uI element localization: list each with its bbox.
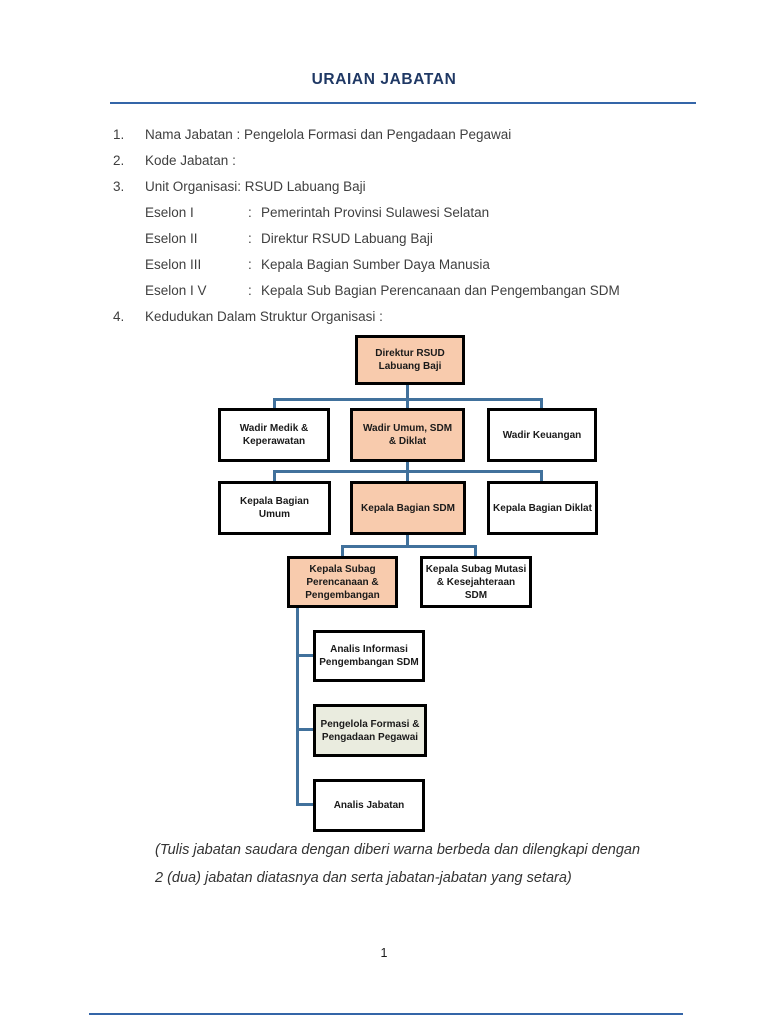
connector-row3-stub-center — [406, 470, 409, 482]
page-number: 1 — [380, 946, 388, 960]
instruction-note: (Tulis jabatan saudara dengan diberi war… — [155, 836, 700, 892]
header-rule — [110, 102, 696, 104]
eselon-row-4: Eselon I V : Kepala Sub Bagian Perencana… — [113, 278, 713, 304]
org-node-kasubag-mutasi: Kepala Subag Mutasi & Kesejahteraan SDM — [420, 556, 532, 608]
list-item-4: 4. Kedudukan Dalam Struktur Organisasi : — [113, 304, 713, 330]
connector-row4-stub-right — [474, 545, 477, 557]
note-line-2: 2 (dua) jabatan diatasnya dan serta jaba… — [155, 870, 572, 886]
org-node-analis-jabatan: Analis Jabatan — [313, 779, 425, 832]
eselon-value: Kepala Bagian Sumber Daya Manusia — [261, 257, 490, 272]
connector-row3-stub-left — [273, 470, 276, 482]
list-text-kedudukan: Kedudukan Dalam Struktur Organisasi : — [145, 309, 383, 324]
connector-row2-stub-left — [273, 398, 276, 409]
list-number: 4. — [113, 309, 125, 324]
eselon-row-1: Eselon I : Pemerintah Provinsi Sulawesi … — [113, 200, 713, 226]
org-node-kasubag-perencanaan: Kepala Subag Perencanaan & Pengembangan — [287, 556, 398, 608]
eselon-label: Eselon III — [145, 257, 202, 272]
org-node-wadir-medik: Wadir Medik & Keperawatan — [218, 408, 330, 462]
connector-row3-stub-right — [540, 470, 543, 482]
list-text-kode-jabatan: Kode Jabatan : — [145, 153, 236, 168]
org-node-direktur-rsud: Direktur RSUD Labuang Baji — [355, 335, 465, 385]
eselon-value: Direktur RSUD Labuang Baji — [261, 231, 433, 246]
org-node-kepala-bagian-diklat: Kepala Bagian Diklat — [487, 481, 598, 535]
org-node-pengelola-formasi: Pengelola Formasi & Pengadaan Pegawai — [313, 704, 427, 757]
page-title: URAIAN JABATAN — [311, 71, 457, 88]
list-text-nama-jabatan: Nama Jabatan : Pengelola Formasi dan Pen… — [145, 127, 512, 142]
eselon-label: Eselon I V — [145, 283, 207, 298]
connector-stub-analis-informasi — [296, 654, 313, 657]
eselon-value: Pemerintah Provinsi Sulawesi Selatan — [261, 205, 490, 220]
numbered-list: 1. Nama Jabatan : Pengelola Formasi dan … — [113, 122, 713, 330]
note-line-1: (Tulis jabatan saudara dengan diberi war… — [155, 842, 641, 858]
eselon-row-2: Eselon II : Direktur RSUD Labuang Baji — [113, 226, 713, 252]
list-number: 1. — [113, 127, 125, 142]
eselon-separator: : — [248, 205, 252, 220]
connector-row4-stub-left — [341, 545, 344, 557]
connector-wadirumum-down — [406, 462, 409, 472]
connector-row2-stub-right — [540, 398, 543, 409]
eselon-label: Eselon I — [145, 205, 194, 220]
list-item-3: 3. Unit Organisasi: RSUD Labuang Baji — [113, 174, 713, 200]
footer-rule — [89, 1013, 683, 1015]
eselon-separator: : — [248, 257, 252, 272]
eselon-row-3: Eselon III : Kepala Bagian Sumber Daya M… — [113, 252, 713, 278]
eselon-value: Kepala Sub Bagian Perencanaan dan Pengem… — [261, 283, 620, 298]
connector-kasubag-down-trunk — [296, 607, 299, 806]
eselon-separator: : — [248, 283, 252, 298]
list-item-2: 2. Kode Jabatan : — [113, 148, 713, 174]
org-node-kepala-bagian-sdm: Kepala Bagian SDM — [350, 481, 466, 535]
connector-row4-horizontal — [341, 545, 477, 548]
list-number: 3. — [113, 179, 125, 194]
org-node-kepala-bagian-umum: Kepala Bagian Umum — [218, 481, 331, 535]
list-number: 2. — [113, 153, 125, 168]
connector-stub-pengelola — [296, 728, 313, 731]
connector-direktur-down — [406, 385, 409, 400]
connector-stub-analis-jabatan — [296, 803, 313, 806]
connector-kabagsdm-down — [406, 535, 409, 547]
list-item-1: 1. Nama Jabatan : Pengelola Formasi dan … — [113, 122, 713, 148]
org-node-analis-informasi: Analis Informasi Pengembangan SDM — [313, 630, 425, 682]
eselon-label: Eselon II — [145, 231, 198, 246]
org-node-wadir-umum-sdm-diklat: Wadir Umum, SDM & Diklat — [350, 408, 465, 462]
eselon-separator: : — [248, 231, 252, 246]
connector-row2-stub-center — [406, 398, 409, 409]
list-text-unit-organisasi: Unit Organisasi: RSUD Labuang Baji — [145, 179, 366, 194]
org-node-wadir-keuangan: Wadir Keuangan — [487, 408, 597, 462]
